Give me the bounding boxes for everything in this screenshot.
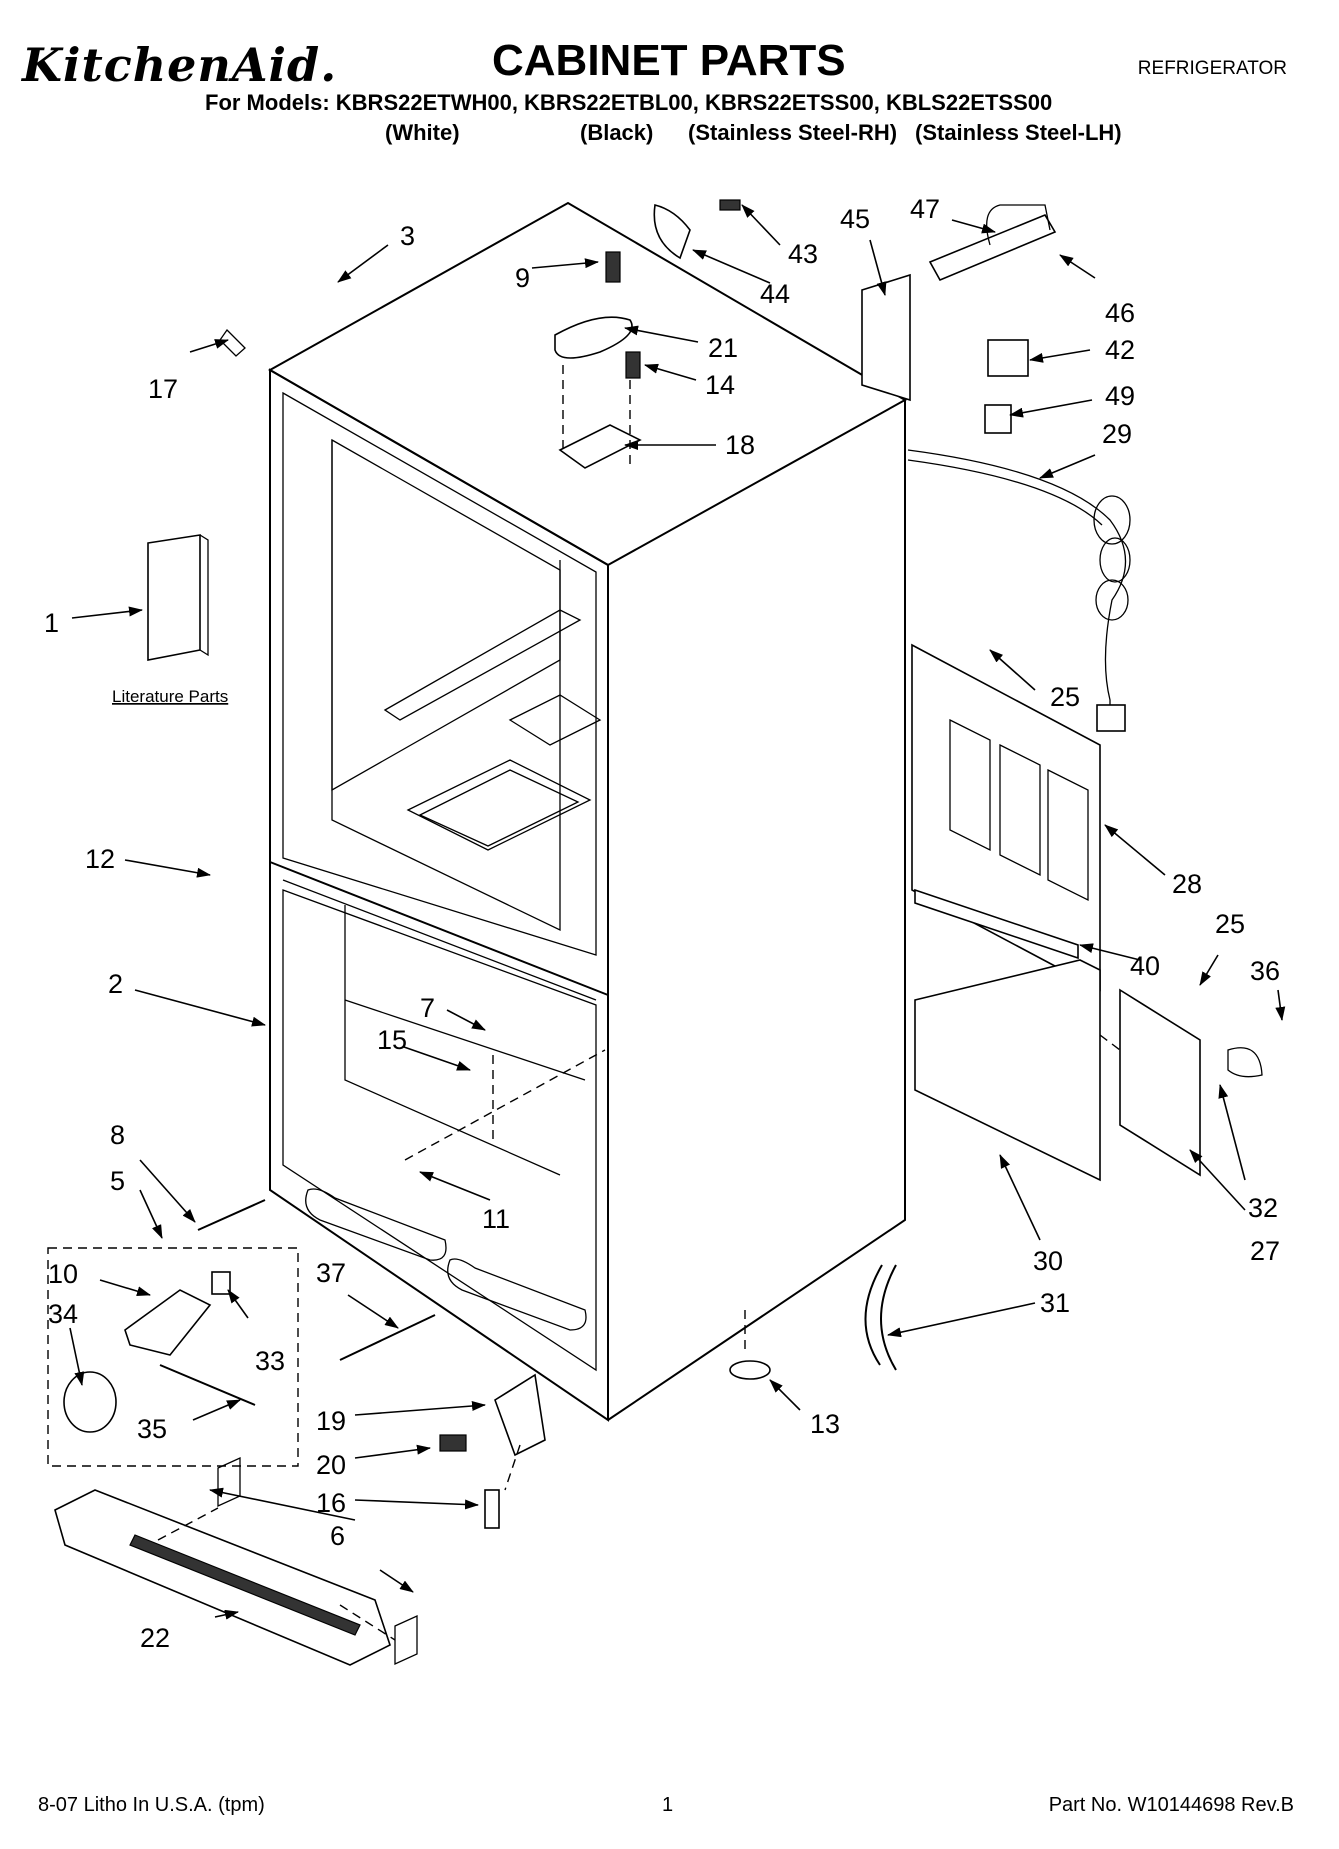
callout-49: 49	[1105, 381, 1135, 411]
callout-18: 18	[725, 430, 755, 460]
callout-30: 30	[1033, 1246, 1063, 1276]
callout-1: 1	[44, 608, 59, 638]
callout-21: 21	[708, 333, 738, 363]
literature-booklet-icon	[147, 534, 201, 661]
callout-46: 46	[1105, 298, 1135, 328]
variant-stainless-rh: (Stainless Steel-RH)	[688, 120, 898, 145]
page-number: 1	[662, 1794, 674, 1816]
callout-22: 22	[140, 1623, 170, 1653]
callout-36: 36	[1250, 956, 1280, 986]
roller-wheel-icon	[63, 1371, 117, 1433]
callout-45: 45	[840, 204, 870, 234]
callout-31: 31	[1040, 1288, 1070, 1318]
part-number: Part No. W10144698 Rev.B	[1048, 1794, 1294, 1816]
callout-12: 12	[85, 844, 115, 874]
callout-13: 13	[810, 1409, 840, 1439]
callout-42: 42	[1105, 335, 1135, 365]
hinge-cover-icon	[554, 316, 633, 359]
variant-stainless-lh: (Stainless Steel-LH)	[915, 120, 1122, 145]
assembly-dashed-lines	[157, 365, 1121, 1641]
callout-25-upper: 25	[1050, 682, 1080, 712]
callout-labels: 1 2 3 5 6 7 8 9 10 11 12 13 14 15 16 17 …	[44, 194, 1280, 1653]
part-drawings	[47, 199, 1263, 1666]
callout-16: 16	[316, 1488, 346, 1518]
callout-44: 44	[760, 279, 790, 309]
callout-40: 40	[1130, 951, 1160, 981]
callout-8: 8	[110, 1120, 125, 1150]
callout-37: 37	[316, 1258, 346, 1288]
callout-6: 6	[330, 1521, 345, 1551]
callout-15: 15	[377, 1025, 407, 1055]
callout-10: 10	[48, 1259, 78, 1289]
litho-note: 8-07 Litho In U.S.A. (tpm)	[38, 1794, 265, 1816]
callout-2: 2	[108, 969, 123, 999]
cabinet-body	[267, 201, 908, 1422]
callout-25-lower: 25	[1215, 909, 1245, 939]
callout-29: 29	[1102, 419, 1132, 449]
variant-black: (Black)	[580, 120, 654, 145]
callout-17: 17	[148, 374, 178, 404]
page-title: CABINET PARTS	[492, 36, 846, 85]
callout-43: 43	[788, 239, 818, 269]
callout-11: 11	[482, 1204, 510, 1234]
callout-14: 14	[705, 370, 735, 400]
callout-5: 5	[110, 1166, 125, 1196]
callout-47: 47	[910, 194, 940, 224]
callout-35: 35	[137, 1414, 167, 1444]
callout-32: 32	[1248, 1193, 1278, 1223]
callout-20: 20	[316, 1450, 346, 1480]
callout-19: 19	[316, 1406, 346, 1436]
callout-9: 9	[515, 263, 530, 293]
literature-parts-label: Literature Parts	[112, 687, 228, 706]
callout-3: 3	[400, 221, 415, 251]
variant-white: (White)	[385, 120, 460, 145]
callout-34: 34	[48, 1299, 78, 1329]
callout-arrows	[69, 204, 1286, 1620]
appliance-category: REFRIGERATOR	[1137, 58, 1287, 79]
brand-logo: KitchenAid.	[22, 38, 338, 92]
model-list: For Models: KBRS22ETWH00, KBRS22ETBL00, …	[205, 90, 1053, 115]
callout-28: 28	[1172, 869, 1202, 899]
callout-7: 7	[420, 993, 435, 1023]
callout-27: 27	[1250, 1236, 1280, 1266]
callout-33: 33	[255, 1346, 285, 1376]
